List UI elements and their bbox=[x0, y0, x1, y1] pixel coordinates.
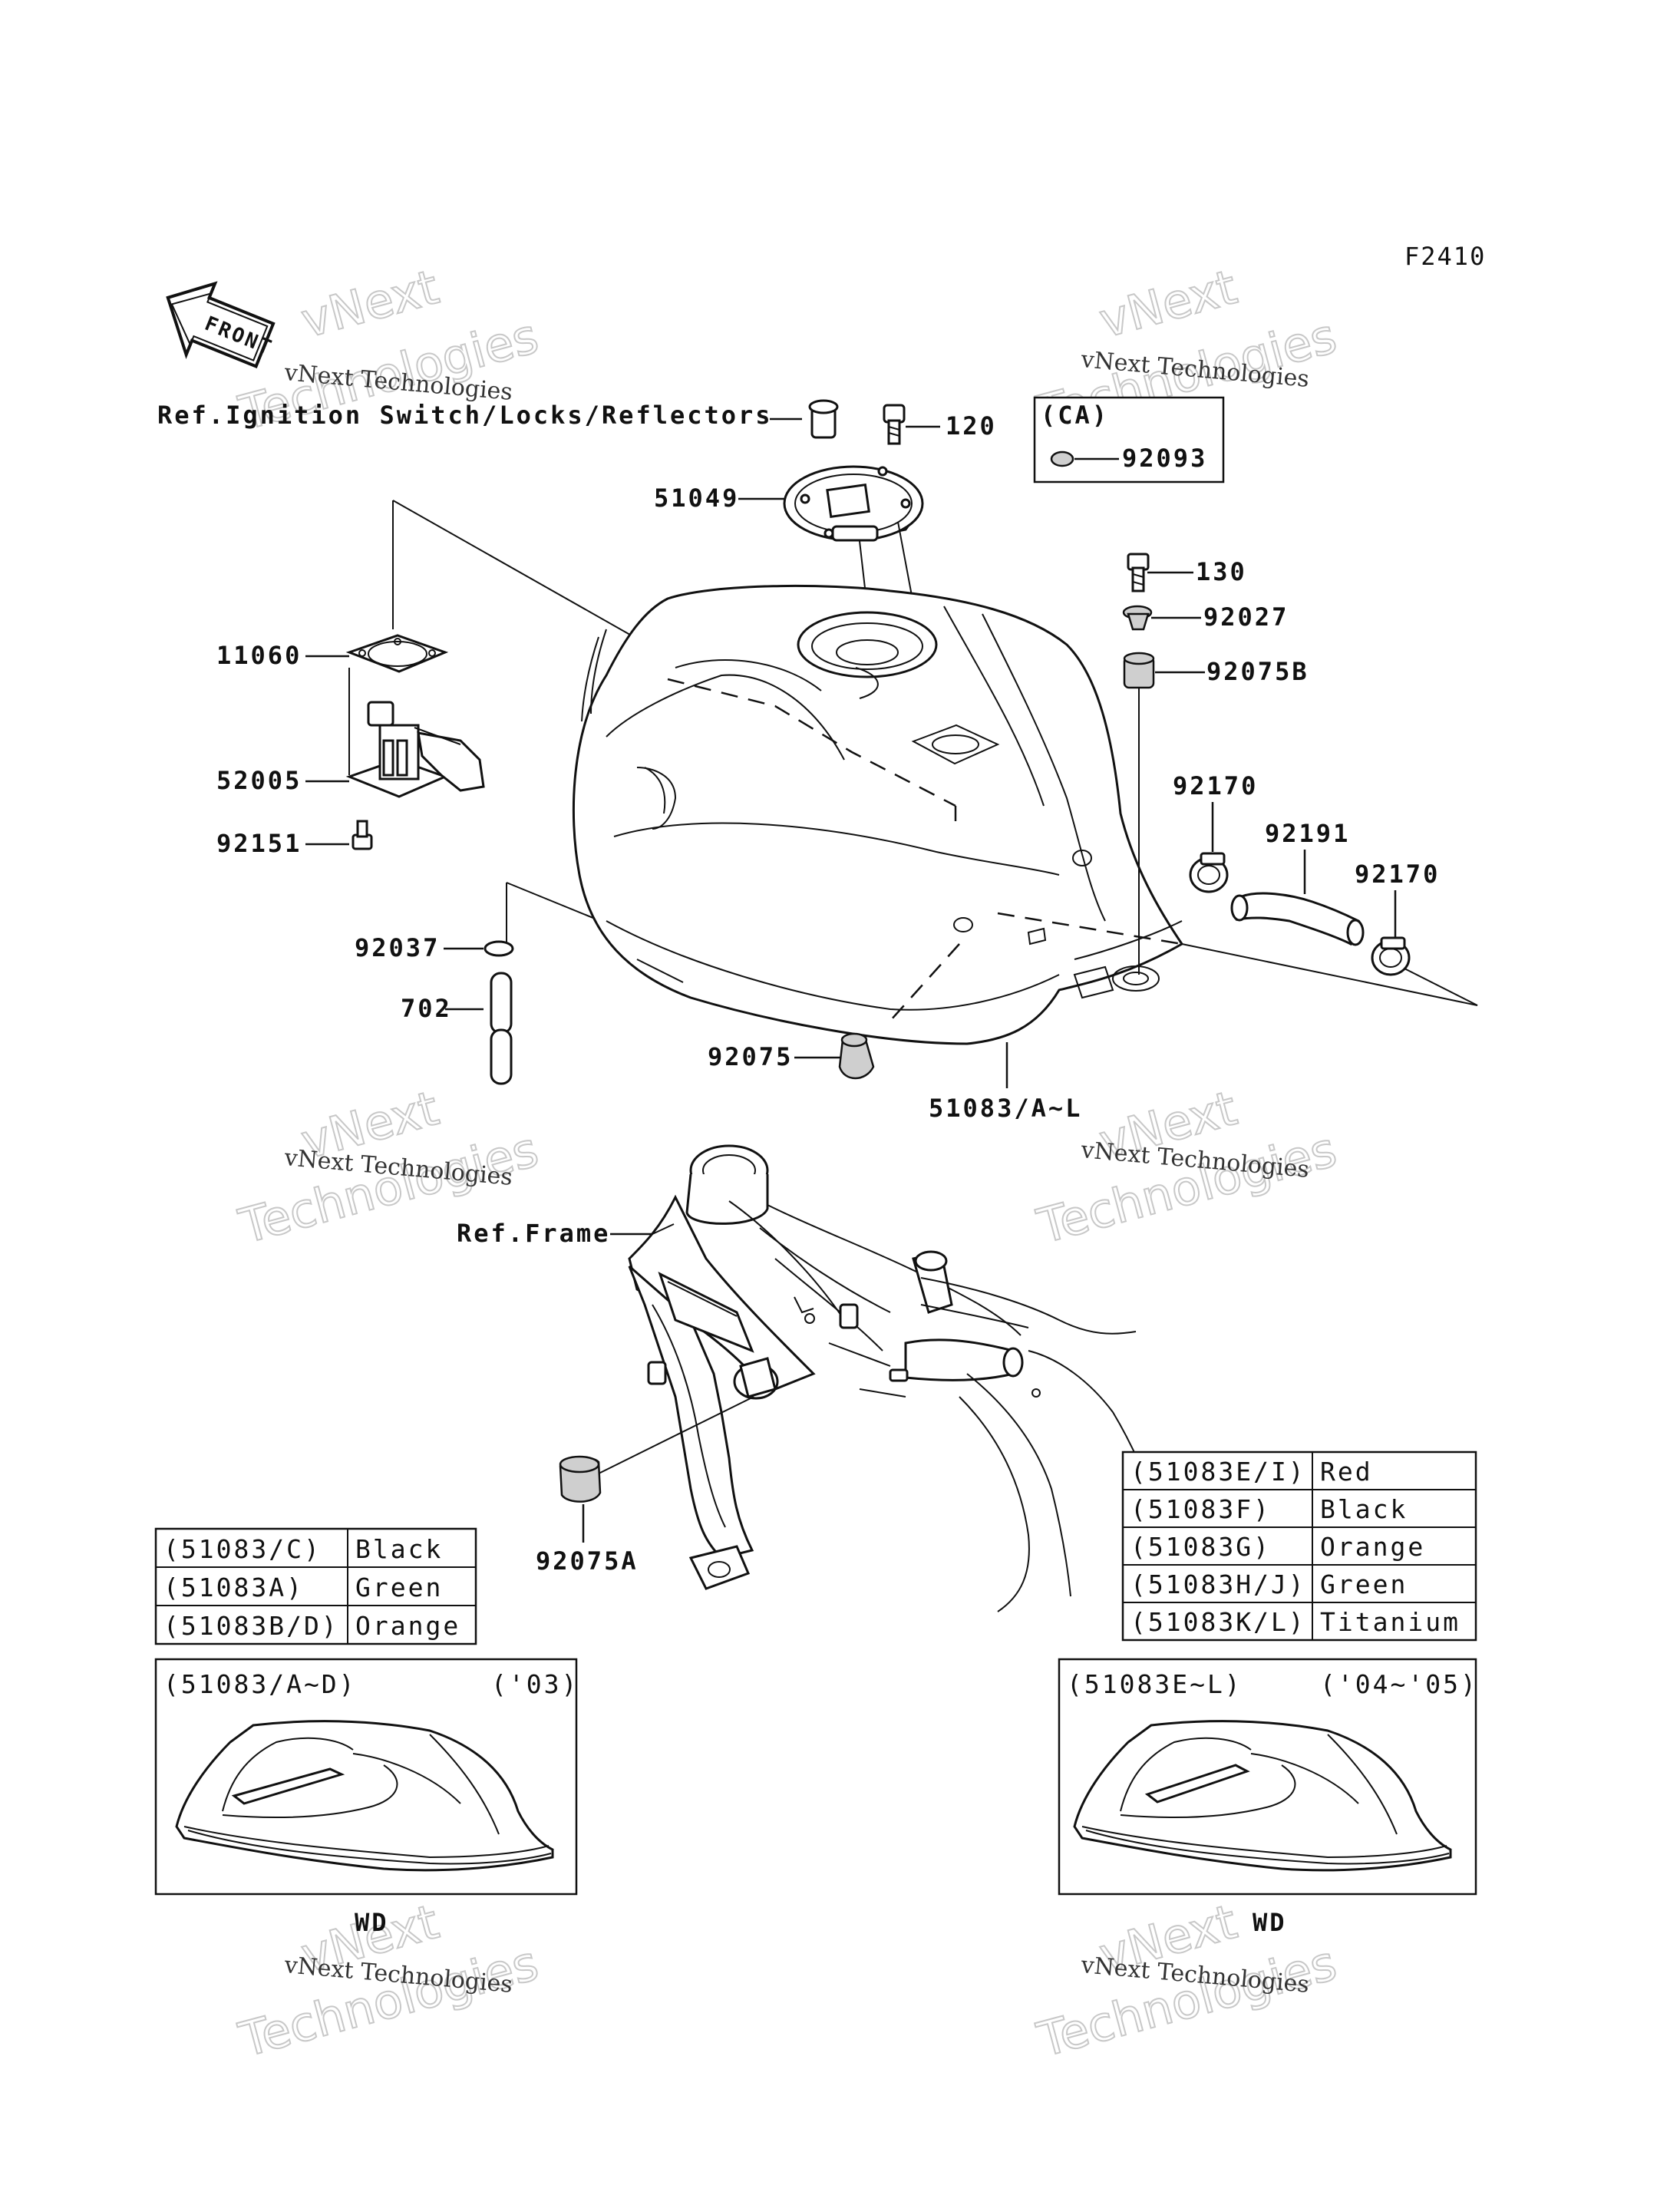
nut-92093 bbox=[1050, 450, 1074, 467]
table-cell-code: (51083A) bbox=[163, 1573, 304, 1602]
frame-outline bbox=[628, 1144, 1167, 1612]
figure-code: F2410 bbox=[1404, 242, 1486, 271]
hose-702 bbox=[490, 972, 513, 1085]
variant-box-right: (51083E~L) ('04~'05) WD bbox=[1058, 1658, 1478, 1937]
leader-line bbox=[392, 500, 642, 642]
clamp-92170-a bbox=[1189, 852, 1229, 893]
table-cell-code: (51083K/L) bbox=[1130, 1607, 1306, 1637]
leader-line bbox=[598, 1396, 754, 1474]
part-label-92075: 92075 bbox=[708, 1042, 793, 1071]
ca-box: (CA) 92093 bbox=[1033, 396, 1225, 483]
table-cell-color: Green bbox=[355, 1573, 443, 1602]
table-cell-color: Orange bbox=[1320, 1532, 1425, 1562]
grommet-92075A bbox=[559, 1455, 602, 1503]
bolt-130 bbox=[1127, 553, 1150, 592]
bolt-92151 bbox=[352, 820, 373, 850]
fuel-tank-51083 bbox=[572, 584, 1184, 1045]
part-label-92037: 92037 bbox=[355, 933, 440, 962]
variant-box-left: (51083/A~D) ('03) WD bbox=[154, 1658, 579, 1937]
tank-sketch-2004-2005 bbox=[1073, 1720, 1452, 1872]
leader-line bbox=[997, 912, 1183, 946]
leader-line bbox=[667, 678, 956, 807]
tank-sketch-2003 bbox=[175, 1720, 554, 1872]
table-cell-code: (51083G) bbox=[1130, 1532, 1271, 1562]
part-label-51049: 51049 bbox=[654, 483, 739, 513]
table-cell-code: (51083E/I) bbox=[1130, 1457, 1306, 1487]
variant-tag: WD bbox=[355, 1908, 389, 1937]
part-label-92093: 92093 bbox=[1122, 444, 1207, 473]
part-label-92075B: 92075B bbox=[1206, 657, 1309, 686]
watermark-bottom-right: vNext Technologies vNext Technologies bbox=[1031, 1893, 1343, 2069]
color-table-left: (51083/C) Black (51083A) Green (51083B/D… bbox=[154, 1527, 477, 1645]
fuel-pump-52005 bbox=[345, 701, 485, 798]
gasket-11060 bbox=[345, 634, 449, 673]
bolt-120 bbox=[883, 404, 906, 445]
clamp-92170-b bbox=[1371, 936, 1411, 976]
grommet-92075 bbox=[838, 1032, 875, 1080]
table-cell-color: Green bbox=[1320, 1569, 1408, 1599]
part-label-92027: 92027 bbox=[1203, 602, 1289, 632]
part-label-92170-b: 92170 bbox=[1355, 860, 1440, 889]
table-cell-code: (51083/C) bbox=[163, 1534, 322, 1564]
leader-line bbox=[1404, 968, 1478, 1006]
ref-frame-label: Ref.Frame bbox=[457, 1219, 610, 1248]
grommet-92075B bbox=[1123, 652, 1155, 689]
color-table-right: (51083E/I) Red (51083F) Black (51083G) O… bbox=[1121, 1450, 1477, 1642]
leader-line bbox=[1181, 943, 1478, 1006]
part-label-92170-a: 92170 bbox=[1173, 771, 1258, 800]
table-cell-code: (51083F) bbox=[1130, 1494, 1271, 1524]
part-label-92191: 92191 bbox=[1265, 819, 1350, 848]
variant-code: (51083E~L) bbox=[1067, 1669, 1243, 1699]
lock-cylinder bbox=[808, 399, 839, 439]
part-label-52005: 52005 bbox=[216, 766, 302, 795]
watermark-text: vNext bbox=[1094, 259, 1243, 348]
leader-line bbox=[652, 1223, 675, 1235]
table-cell-code: (51083B/D) bbox=[163, 1611, 339, 1641]
part-label-92151: 92151 bbox=[216, 829, 302, 858]
variant-code: (51083/A~D) bbox=[163, 1669, 357, 1699]
part-label-702: 702 bbox=[401, 994, 452, 1023]
watermark-text: vNext bbox=[295, 259, 444, 348]
ref-ignition-label: Ref.Ignition Switch/Locks/Reflectors bbox=[157, 401, 773, 430]
table-cell-color: Black bbox=[355, 1534, 443, 1564]
part-label-130: 130 bbox=[1196, 557, 1247, 586]
part-label-51083: 51083/A~L bbox=[929, 1094, 1082, 1123]
variant-tag: WD bbox=[1253, 1908, 1287, 1937]
front-arrow-icon: FRONT bbox=[166, 281, 276, 368]
table-cell-color: Black bbox=[1320, 1494, 1408, 1524]
table-cell-color: Orange bbox=[355, 1611, 460, 1641]
table-cell-color: Red bbox=[1320, 1457, 1373, 1487]
hose-92191 bbox=[1230, 892, 1365, 946]
clip-92037 bbox=[484, 940, 514, 957]
variant-year: ('03) bbox=[491, 1669, 579, 1699]
leader-line bbox=[890, 943, 960, 1021]
fuel-cap-51049 bbox=[783, 465, 924, 542]
variant-year: ('04~'05) bbox=[1320, 1669, 1478, 1699]
table-cell-color: Titanium bbox=[1320, 1607, 1461, 1637]
part-label-120: 120 bbox=[946, 411, 997, 441]
part-label-92075A: 92075A bbox=[536, 1546, 639, 1576]
table-cell-code: (51083H/J) bbox=[1130, 1569, 1306, 1599]
collar-92027 bbox=[1122, 605, 1153, 631]
part-label-11060: 11060 bbox=[216, 641, 302, 670]
ca-box-title: (CA) bbox=[1041, 401, 1109, 430]
